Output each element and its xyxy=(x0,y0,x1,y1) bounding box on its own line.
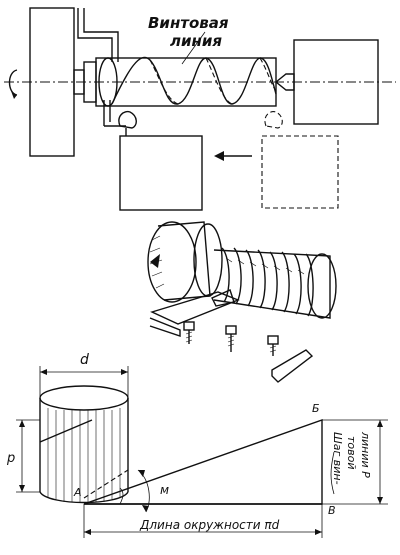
cutting-tool-ghost xyxy=(264,111,283,129)
label-d: d xyxy=(80,352,89,368)
carriage xyxy=(119,135,203,211)
pitch-arrow xyxy=(330,451,335,495)
cylinder-sides xyxy=(39,398,129,492)
label-leader xyxy=(181,31,206,65)
feed-arrowhead xyxy=(214,151,224,161)
clamp-bolt-1 xyxy=(183,321,195,344)
tool-holder-side xyxy=(149,317,181,337)
label-A: А xyxy=(73,486,82,499)
helix-on-cylinder-back xyxy=(83,469,129,499)
chuck-front xyxy=(147,221,197,303)
helix-on-cylinder xyxy=(39,419,93,443)
rod-end xyxy=(307,253,337,319)
helix-line-back xyxy=(149,57,275,105)
label-pitch-2: товой xyxy=(345,436,358,470)
helix-label-1: Винтовая xyxy=(148,14,229,32)
helix-label-2: линия xyxy=(170,32,222,50)
angle-arc xyxy=(119,487,124,505)
lathe-scheme: Винтовая линия xyxy=(4,7,396,211)
cylinder-top xyxy=(39,385,129,411)
label-B: Б xyxy=(312,402,320,415)
clamp-bolt-3 xyxy=(267,335,279,356)
cylinder-hatching xyxy=(47,408,121,502)
cutting-insert xyxy=(211,289,235,307)
label-V: В xyxy=(328,504,336,517)
label-pitch-3: линии P xyxy=(359,431,372,478)
gear-train-link xyxy=(77,8,113,62)
clamp-bolt-2 xyxy=(225,325,237,352)
label-circumference: Длина окружности πd xyxy=(139,518,280,532)
chuck-rotation-arrow xyxy=(150,254,160,268)
label-pitch-1: Шаг вин- xyxy=(331,432,344,485)
tailstock xyxy=(293,39,379,125)
chuck-body xyxy=(157,221,211,301)
tool-holder xyxy=(150,291,240,325)
cutting-tool xyxy=(118,110,137,129)
rotation-arrow xyxy=(8,69,18,96)
helix-development: d p А Б В xyxy=(6,352,388,538)
pitch-label-group: Шаг вин- товой линии P xyxy=(331,431,372,485)
helix-line-front xyxy=(111,56,277,105)
workpiece-end xyxy=(98,57,118,107)
chuck-face-2 xyxy=(193,223,223,297)
gear-train-link-2 xyxy=(83,8,119,62)
thread-ridges xyxy=(221,247,314,317)
label-p: p xyxy=(6,451,15,466)
rotation-arrowhead xyxy=(11,91,17,99)
thread-cutting-view xyxy=(147,221,337,383)
carriage-ghost xyxy=(261,135,339,209)
label-M: м xyxy=(160,483,169,497)
base-plate xyxy=(271,349,314,383)
